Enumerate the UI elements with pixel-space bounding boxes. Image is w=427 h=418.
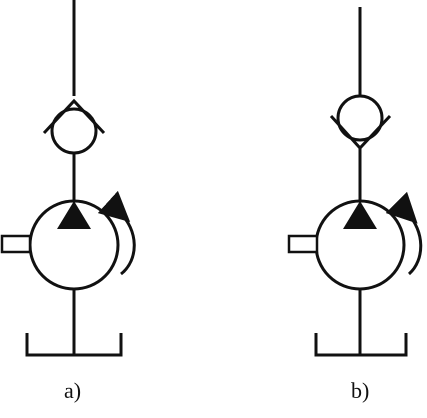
flow-direction-triangle-a bbox=[57, 201, 91, 229]
check-valve-ball-b bbox=[336, 94, 384, 142]
flow-direction-triangle-b bbox=[343, 201, 377, 229]
rotation-arrow-b bbox=[385, 191, 423, 276]
panel-a bbox=[0, 0, 136, 357]
check-valve-seat-a bbox=[42, 98, 106, 135]
check-valve-b bbox=[329, 94, 392, 151]
check-valve-a bbox=[42, 98, 106, 155]
drive-shaft-a bbox=[0, 234, 32, 254]
caption-a: a) bbox=[64, 378, 82, 403]
caption-b: b) bbox=[351, 378, 370, 403]
drive-shaft-b bbox=[287, 234, 319, 254]
panel-b bbox=[287, 7, 423, 357]
pump-symbol-a bbox=[28, 199, 120, 291]
reservoir-b bbox=[314, 333, 408, 357]
pump-symbol-b bbox=[314, 199, 406, 291]
reservoir-a bbox=[25, 333, 123, 357]
rotation-arrow-a bbox=[97, 190, 136, 276]
